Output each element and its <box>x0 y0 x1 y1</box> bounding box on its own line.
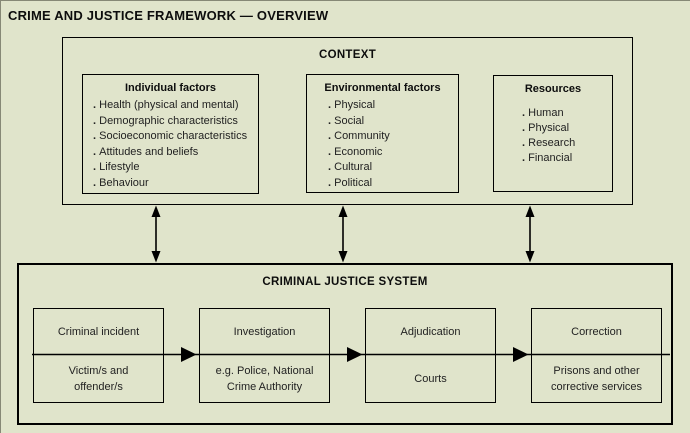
stage-label: Correction <box>571 326 622 338</box>
individual-factors-title: Individual factors <box>124 82 217 94</box>
context-title: CONTEXT <box>318 49 377 61</box>
double-arrow-icon <box>151 205 161 263</box>
page-title: CRIME AND JUSTICE FRAMEWORK — OVERVIEW <box>8 8 329 23</box>
environmental-factors-box: Environmental factors Physical Social Co… <box>306 74 459 193</box>
individual-factors-box: Individual factors Health (physical and … <box>82 74 259 194</box>
list-item: Cultural <box>328 160 458 176</box>
resources-box: Resources Human Physical Research Financ… <box>493 75 613 192</box>
list-item: Research <box>522 136 612 151</box>
stage-detail: e.g. Police, National Crime Authority <box>215 364 314 393</box>
double-arrow-icon <box>338 205 348 263</box>
list-item: Lifestyle <box>93 160 258 176</box>
list-item: Attitudes and beliefs <box>93 145 258 161</box>
stage-investigation: Investigation e.g. Police, National Crim… <box>199 308 330 403</box>
list-item: Demographic characteristics <box>93 114 258 130</box>
list-item: Behaviour <box>93 176 258 192</box>
list-item: Political <box>328 176 458 192</box>
double-arrow-icon <box>525 205 535 263</box>
list-item: Economic <box>328 145 458 161</box>
list-item: Socioeconomic characteristics <box>93 129 258 145</box>
list-item: Financial <box>522 151 612 166</box>
individual-factors-list: Health (physical and mental) Demographic… <box>83 98 258 191</box>
stage-detail: Courts <box>414 372 447 385</box>
criminal-justice-system-box: CRIMINAL JUSTICE SYSTEM Criminal inciden… <box>17 263 673 425</box>
context-box: CONTEXT Individual factors Health (physi… <box>62 37 633 205</box>
list-item: Community <box>328 129 458 145</box>
resources-list: Human Physical Research Financial <box>494 106 612 166</box>
stage-label: Adjudication <box>400 326 461 338</box>
stage-detail: Prisons and other corrective services <box>550 364 643 393</box>
list-item: Human <box>522 106 612 121</box>
stage-detail: Victim/s and offender/s <box>68 364 129 393</box>
list-item: Social <box>328 114 458 130</box>
stage-criminal-incident: Criminal incident Victim/s and offender/… <box>33 308 164 403</box>
stage-correction: Correction Prisons and other corrective … <box>531 308 662 403</box>
stage-label: Investigation <box>233 326 296 338</box>
resources-title: Resources <box>524 83 582 95</box>
stage-label: Criminal incident <box>57 326 140 338</box>
stage-adjudication: Adjudication Courts <box>365 308 496 403</box>
criminal-justice-system-title: CRIMINAL JUSTICE SYSTEM <box>262 276 428 288</box>
list-item: Physical <box>522 121 612 136</box>
list-item: Health (physical and mental) <box>93 98 258 114</box>
list-item: Physical <box>328 98 458 114</box>
environmental-factors-list: Physical Social Community Economic Cultu… <box>307 98 458 191</box>
environmental-factors-title: Environmental factors <box>324 82 441 94</box>
